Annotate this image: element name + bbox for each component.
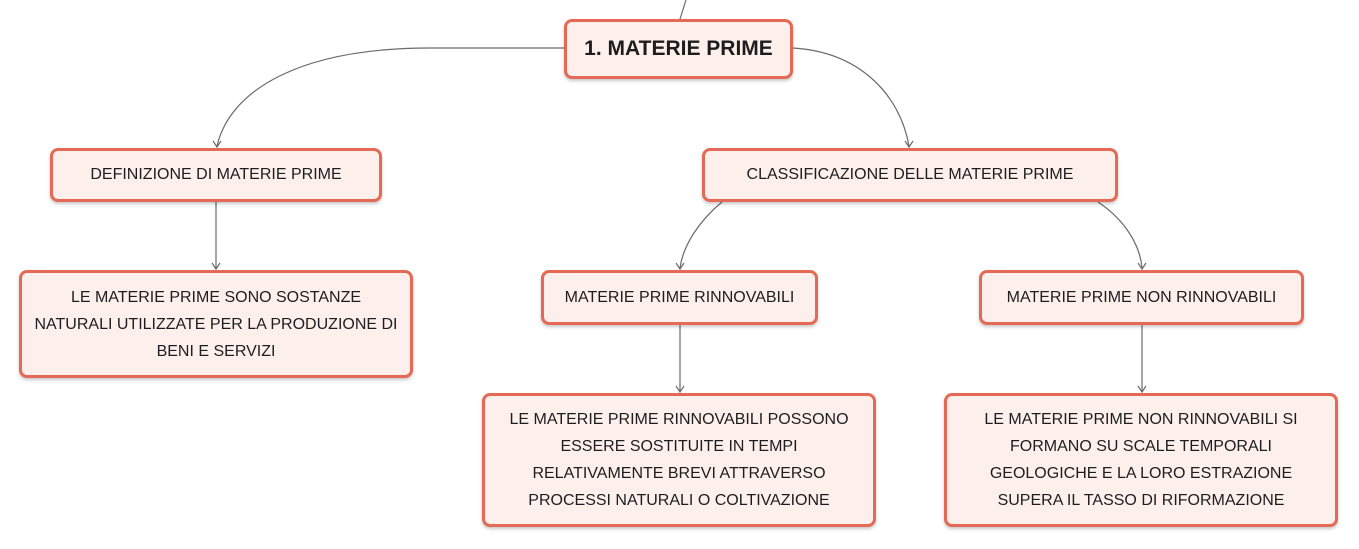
arrowhead-definition-description [211,262,221,271]
arrowhead-nonrenewable [1137,262,1147,271]
non-renewable-description-text: LE MATERIE PRIME NON RINNOVABILI SI FORM… [984,411,1298,509]
definition-description-node[interactable]: LE MATERIE PRIME SONO SOSTANZE NATURALI … [19,270,413,378]
renewable-description-node[interactable]: LE MATERIE PRIME RINNOVABILI POSSONO ESS… [482,393,876,527]
arrowhead-classification [904,140,914,149]
classification-node[interactable]: CLASSIFICAZIONE DELLE MATERIE PRIME [702,148,1118,202]
arrowhead-definition [212,140,222,149]
connector-classification-to-nonrenewable [1097,201,1143,269]
definition-description-text: LE MATERIE PRIME SONO SOSTANZE NATURALI … [34,288,398,360]
renewable-node[interactable]: MATERIE PRIME RINNOVABILI [541,270,818,325]
definition-node[interactable]: DEFINIZIONE DI MATERIE PRIME [50,148,382,202]
non-renewable-description-node[interactable]: LE MATERIE PRIME NON RINNOVABILI SI FORM… [944,393,1338,527]
classification-node-label: CLASSIFICAZIONE DELLE MATERIE PRIME [746,166,1074,183]
renewable-description-text: LE MATERIE PRIME RINNOVABILI POSSONO ESS… [509,411,849,509]
non-renewable-node-label: MATERIE PRIME NON RINNOVABILI [1006,288,1277,306]
renewable-node-label: MATERIE PRIME RINNOVABILI [564,288,795,306]
root-node-label: 1. MATERIE PRIME [584,37,773,60]
non-renewable-node[interactable]: MATERIE PRIME NON RINNOVABILI [979,270,1304,325]
definition-node-label: DEFINIZIONE DI MATERIE PRIME [90,166,342,183]
connector-root-to-classification [792,47,910,147]
connector-classification-to-renewable [679,201,723,269]
arrowhead-renewable-description [675,385,685,394]
connector-parent-to-root [679,0,687,20]
arrowhead-renewable [675,262,685,271]
connector-root-to-definition [216,47,564,147]
arrowhead-nonrenewable-description [1137,385,1147,394]
root-node[interactable]: 1. MATERIE PRIME [564,19,793,79]
